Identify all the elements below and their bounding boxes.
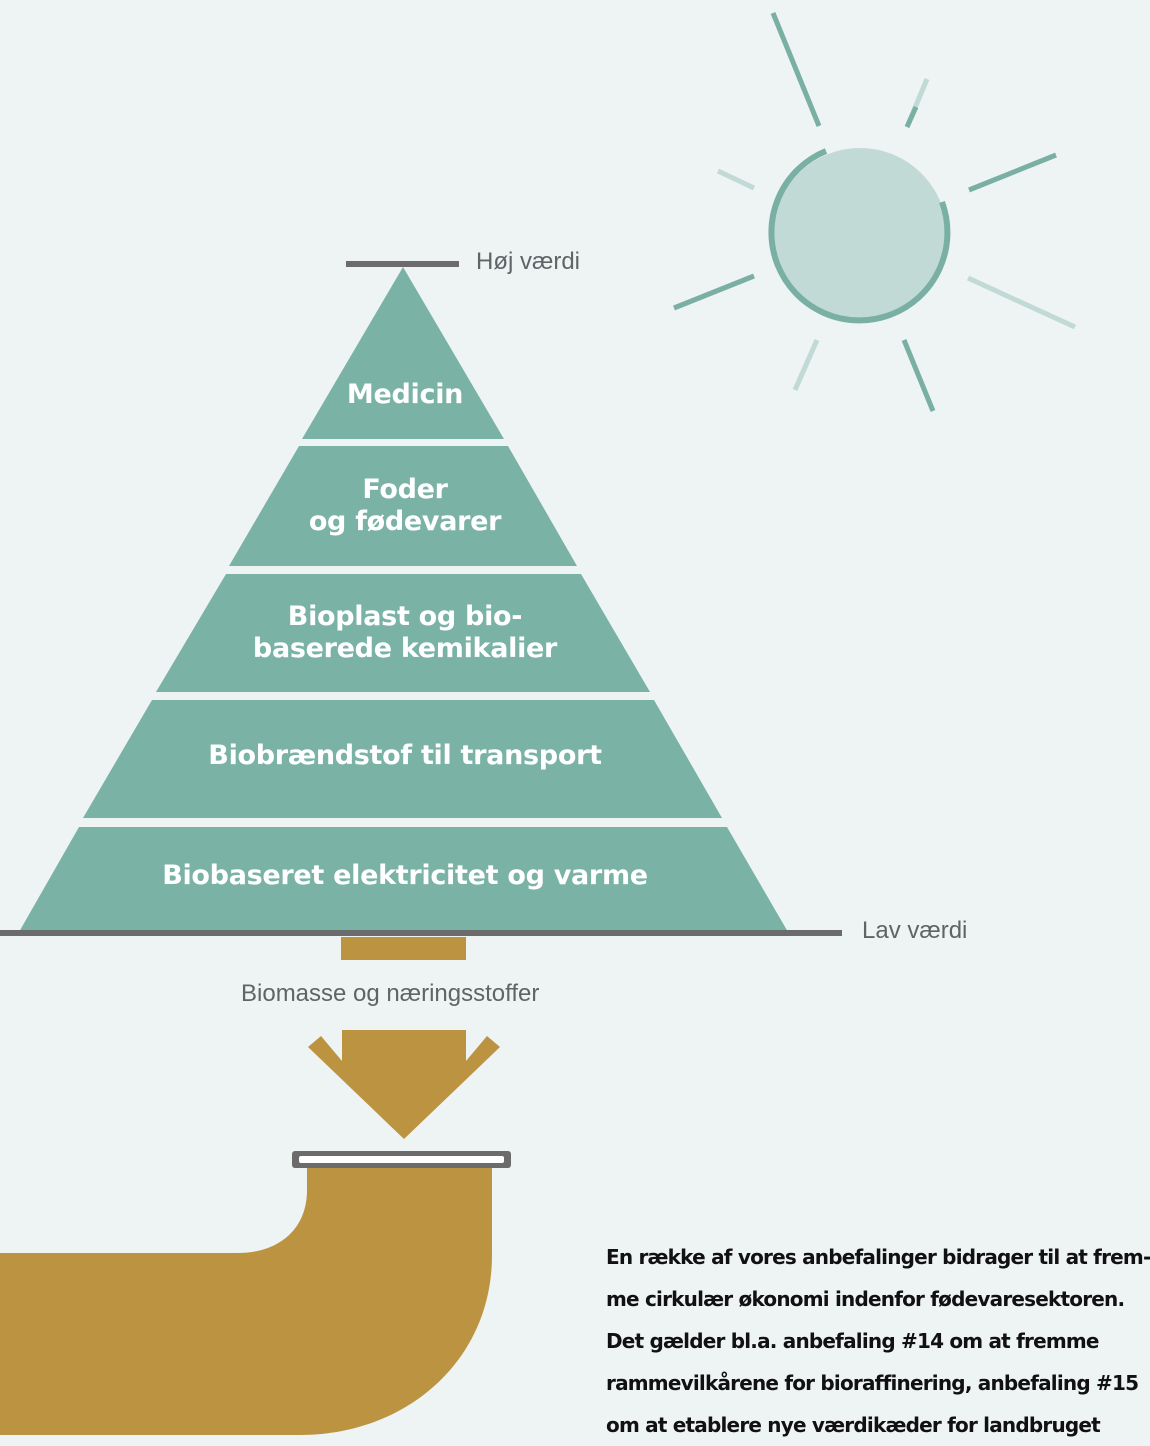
- tier-label-medicin: Medicin: [346, 379, 464, 410]
- biomass-stem: [341, 937, 466, 960]
- diagram-canvas: [0, 12, 1077, 1435]
- low-value-label: Lav værdi: [862, 917, 968, 944]
- body-line: Det gælder bl.a. anbefaling #14 om at fr…: [606, 1329, 1099, 1353]
- sun-icon: [673, 12, 1077, 412]
- pyramid-tier-foder: [229, 446, 577, 566]
- pyramid-tier-biobraendstof: [83, 700, 722, 818]
- body-line: om at etablere nye værdikæder for landbr…: [606, 1413, 1101, 1437]
- high-value-label: Høj værdi: [476, 248, 581, 275]
- body-line: me cirkulær økonomi indenfor fødevaresek…: [606, 1287, 1125, 1311]
- pyramid-tier-elektricitet: [19, 827, 788, 932]
- biomass-arrow: [308, 1030, 500, 1139]
- tier-label-foder: Foder og fødevarer: [308, 474, 502, 537]
- pyramid: [19, 267, 788, 932]
- biomass-label: Biomasse og næringsstoffer: [241, 980, 540, 1007]
- biomass-pipe: [0, 1165, 492, 1435]
- body-line: En række af vores anbefalinger bidrager …: [606, 1245, 1150, 1269]
- body-paragraph: En række af vores anbefalinger bidrager …: [606, 1236, 1150, 1446]
- pyramid-tier-bioplast: [156, 574, 650, 692]
- tier-label-bioplast: Bioplast og bio- baserede kemikalier: [252, 601, 558, 664]
- tier-label-biobraendstof: Biobrændstof til transport: [208, 740, 602, 771]
- pyramid-tier-medicin: [302, 267, 504, 439]
- body-line: rammevilkårene for bioraffinering, anbef…: [606, 1371, 1139, 1395]
- tier-label-elektricitet: Biobaseret elektricitet og varme: [162, 860, 648, 891]
